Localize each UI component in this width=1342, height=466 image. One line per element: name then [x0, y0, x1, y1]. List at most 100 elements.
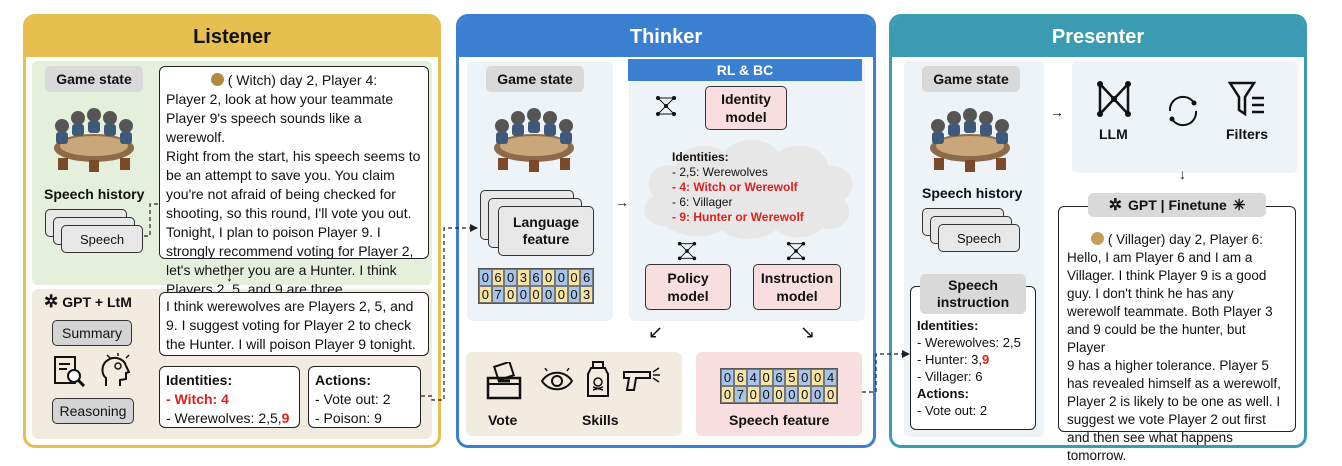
presenter-id-villager: - Villager: 6	[917, 369, 983, 384]
vector-cell: 0	[811, 369, 825, 386]
vector-cell: 0	[567, 286, 581, 303]
skills-label: Skills	[582, 412, 619, 428]
speech-instruction-label: Speech instruction	[920, 274, 1026, 314]
vector-cell: 0	[555, 269, 568, 286]
listener-speech-line: strongly recommend voting for Player 2,	[166, 243, 414, 259]
vector-cell: 0	[798, 369, 812, 386]
listener-reasoning-box: Reasoning	[52, 398, 134, 424]
vector-cell: 3	[580, 286, 593, 303]
presenter-actions-title: Actions:	[917, 386, 969, 401]
speech-feature-label: Speech feature	[729, 412, 830, 428]
llm-network-icon	[1096, 80, 1132, 123]
listener-identities-title: Identities:	[166, 372, 233, 388]
identities-cloud	[644, 140, 853, 239]
presenter-speech-label: Speech	[956, 230, 1002, 246]
output-line: and then see what happens	[1067, 430, 1233, 445]
listener-speech-line: Tonight, I plan to poison Player 9. I	[166, 224, 381, 240]
listener-game-state-image	[48, 96, 140, 172]
thinker-game-state-image	[488, 96, 580, 172]
thinker-game-state-label: Game state	[486, 66, 584, 92]
presenter-title: Presenter	[892, 17, 1304, 57]
listener-actions-box: Actions: - Vote out: 2 - Poison: 9	[308, 366, 421, 428]
presenter-game-state-image	[924, 96, 1016, 172]
vector-cell: 0	[785, 386, 799, 403]
listener-speech-label: Speech	[79, 231, 125, 247]
filter-icon	[1227, 80, 1266, 123]
vector-cell: 0	[529, 286, 543, 303]
summary-line: 9. I suggest voting for Player 2 to chec…	[166, 317, 412, 333]
instruction-model-box: Instruction model	[753, 264, 841, 310]
output-line: Hello, I am Player 6 and I am a	[1067, 250, 1253, 265]
presenter-top-area	[1072, 61, 1298, 173]
cloud-identity-item: - 4: Witch or Werewolf	[672, 180, 798, 194]
vector-cell: 0	[504, 269, 517, 286]
vector-cell: 0	[517, 286, 530, 303]
output-line: 9 has a higher tolerance. Player 5	[1067, 358, 1269, 373]
presenter-action-vote: - Vote out: 2	[917, 403, 988, 418]
listener-action-poison: - Poison: 9	[315, 410, 382, 426]
summary-line: I think werewolves are Players 2, 5, and	[166, 298, 414, 314]
villager-avatar-icon	[1091, 232, 1105, 245]
presenter-game-state-label: Game state	[922, 66, 1020, 92]
filters-label: Filters	[1226, 126, 1269, 142]
document-search-icon	[52, 354, 88, 395]
vector-cell: 0	[811, 386, 825, 403]
output-line: werewolf teammate. Both Player 3	[1067, 304, 1273, 319]
vector-cell: 0	[721, 386, 734, 403]
vector-cell: 0	[824, 386, 837, 403]
vector-cell: 0	[759, 369, 773, 386]
vector-cell: 0	[542, 269, 555, 286]
identity-network-icon	[654, 94, 678, 123]
vector-cell: 6	[491, 269, 505, 286]
listener-speech-line: be an attempt to save you. You claim	[166, 167, 395, 183]
witch-avatar-icon	[210, 73, 224, 86]
listener-speech-textbox: ( Witch) day 2, Player 4: Player 2, look…	[159, 66, 429, 316]
listener-down-arrow-icon: ↓	[226, 268, 233, 284]
listener-speech-line: let's whether you are a Hunter. I think	[166, 262, 397, 278]
listener-identities-box: Identities: - Witch: 4 - Werewolves: 2,5…	[159, 366, 300, 428]
listener-speech-line: Player 9's speech sounds like a werewolf…	[166, 110, 362, 145]
output-line: Villager. I think Player 9 is a good	[1067, 268, 1267, 283]
vector-cell: 4	[824, 369, 837, 386]
policy-network-icon	[676, 240, 698, 267]
llm-label: LLM	[1099, 126, 1128, 142]
listener-actions-title: Actions:	[315, 372, 371, 388]
openai-icon: ✲	[1108, 197, 1122, 214]
listener-action-vote: - Vote out: 2	[315, 391, 391, 407]
vector-cell: 0	[555, 286, 568, 303]
output-line: suggest we vote Player 2 out first	[1067, 412, 1266, 427]
listener-speech-line: Right from the start, his speech seems t…	[166, 148, 421, 164]
presenter-speech-card: Speech	[938, 224, 1020, 252]
eye-icon	[540, 365, 574, 399]
presenter-speech-history-label: Speech history	[922, 185, 1023, 201]
output-line: Player 2 is likely to be one as well. I	[1067, 394, 1281, 409]
policy-model-box: Policy model	[645, 264, 731, 310]
listener-speech-card: Speech	[61, 225, 143, 253]
vector-cell: 0	[479, 286, 492, 303]
thinker-arrow-right-icon: →	[615, 194, 629, 210]
listener-identity-werewolves: - Werewolves: 2,5,9	[166, 410, 290, 426]
listener-speech-header: ( Witch) day 2, Player 4:	[166, 71, 422, 90]
vector-cell: 3	[517, 269, 530, 286]
vector-cell: 0	[504, 286, 517, 303]
werewolf-table-icon	[494, 108, 574, 172]
cloud-identities-list: - 2,5: Werewolves- 4: Witch or Werewolf-…	[672, 165, 804, 225]
vector-cell: 0	[759, 386, 773, 403]
presenter-id-werewolves: - Werewolves: 2,5	[917, 335, 1021, 350]
gun-icon	[622, 366, 662, 399]
identity-model-box: Identity model	[705, 86, 787, 130]
vector-cell: 4	[746, 369, 760, 386]
listener-title: Listener	[26, 17, 438, 57]
presenter-id-hunter: - Hunter: 3,9	[917, 352, 990, 367]
werewolf-table-icon	[930, 108, 1010, 172]
listener-speech-line: you're not afraid of being checked for	[166, 186, 396, 202]
network-icon: ✳	[1232, 197, 1246, 214]
vector-cell: 6	[529, 269, 543, 286]
vector-cell: 5	[785, 369, 799, 386]
output-line: guy. I don't think he has any	[1067, 286, 1234, 301]
cloud-identity-item: - 6: Villager	[672, 195, 733, 209]
vector-cell: 7	[491, 286, 505, 303]
poison-bottle-icon	[584, 360, 612, 403]
